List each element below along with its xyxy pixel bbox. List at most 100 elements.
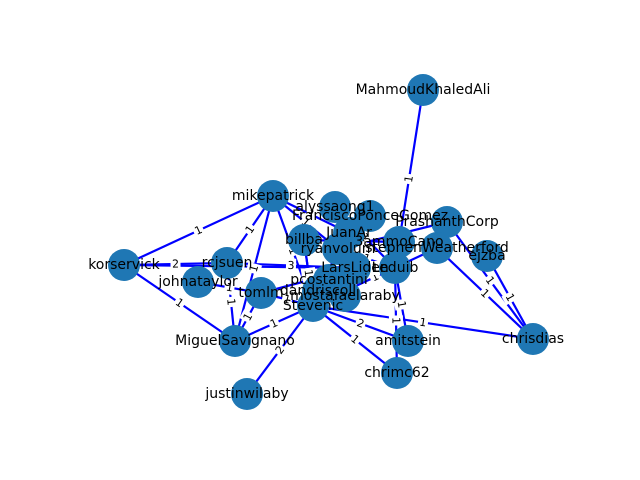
edge-weight-label: 3 bbox=[287, 259, 295, 272]
edge-weight-2: 2 bbox=[170, 256, 181, 272]
node-label-dandriscoll: dandriscoll bbox=[280, 283, 356, 299]
node-justinwilaby bbox=[231, 378, 263, 410]
node-label-korservick: korservick bbox=[88, 257, 160, 273]
node-label-tomlm: tomlm bbox=[238, 285, 283, 301]
node-label-pcostantini: pcostantini bbox=[290, 272, 368, 288]
edge-weight-label: 1 bbox=[394, 300, 408, 309]
edge-weight-background bbox=[401, 172, 417, 186]
node-label-ryanvolum: ryanvolum bbox=[301, 241, 376, 257]
node-label-leduib: Leduib bbox=[372, 260, 419, 276]
edge-weight-background bbox=[388, 315, 404, 326]
node-chrisdias bbox=[517, 323, 549, 355]
node-label-mikepatrick: mikepatrick bbox=[232, 188, 315, 204]
edge-weight-background bbox=[393, 298, 410, 311]
edge-weight-24: 1 bbox=[266, 315, 282, 332]
node-label-ejzba: ejzba bbox=[468, 248, 505, 264]
node-3ammocano bbox=[383, 226, 415, 258]
edge-weight-label: 2 bbox=[172, 257, 179, 270]
edge-weight-12: 1 bbox=[481, 272, 499, 289]
edge-weight-label: 1 bbox=[419, 316, 428, 330]
edge-weight-27: 1 bbox=[417, 314, 429, 331]
node-label-rcjsuen: rcjsuen bbox=[202, 255, 253, 271]
node-korservick bbox=[108, 249, 140, 281]
edge-weight-label: 2 bbox=[355, 316, 366, 331]
edge-weight-background bbox=[353, 315, 368, 332]
edge-weight-background bbox=[245, 261, 263, 276]
node-label-billba: billba bbox=[285, 232, 323, 248]
node-label-mahmoudkhaledali: MahmoudKhaledAli bbox=[356, 82, 491, 98]
edge-weight-background bbox=[481, 272, 499, 289]
edge-weight-32: 1 bbox=[370, 261, 380, 275]
node-alyssaong1 bbox=[319, 191, 351, 223]
edge-weight-label: 1 bbox=[302, 269, 316, 278]
node-prashanthcorp bbox=[431, 206, 463, 238]
node-chrimc62 bbox=[381, 357, 413, 389]
edge-weight-background bbox=[191, 222, 206, 239]
node-label-3ammocano: 3ammoCano bbox=[354, 234, 443, 250]
node-tomlm bbox=[245, 277, 277, 309]
edge-weight-background bbox=[346, 330, 364, 349]
edge-weight-25: 2 bbox=[353, 315, 368, 332]
node-label-prashanthcorp: PrashanthCorp bbox=[395, 214, 499, 230]
edge-weight-label: 1 bbox=[305, 207, 317, 222]
edge-weight-label: 1 bbox=[225, 280, 234, 294]
edge-weight-17: 3 bbox=[285, 258, 297, 273]
edge-weight-label: 1 bbox=[247, 263, 261, 273]
edge-weight-background bbox=[417, 314, 429, 331]
node-mahmoudkhaledali bbox=[407, 74, 439, 106]
node-ejzba bbox=[471, 240, 503, 272]
edge-weight-label: 1 bbox=[224, 298, 238, 306]
edge-weight-background bbox=[370, 261, 380, 275]
node-label-stevenic: Stevenic bbox=[283, 298, 343, 314]
edge-weight-30: 1 bbox=[393, 298, 410, 311]
edge-weight-background bbox=[239, 309, 257, 325]
node-miguelsavignano bbox=[219, 325, 251, 357]
edge-weight-18: 1 bbox=[223, 296, 239, 308]
edge-weight-background bbox=[501, 289, 519, 306]
node-label-franciscoponcegomez: FranciscoPonceGomez bbox=[292, 208, 448, 224]
node-label-juanar: JuanAr bbox=[325, 225, 372, 241]
edge-weight-5: 1 bbox=[241, 221, 259, 238]
node-label-miguelsavignano: MiguelSavignano bbox=[175, 333, 295, 349]
node-mikepatrick bbox=[257, 180, 289, 212]
node-stephenweatherford bbox=[421, 232, 453, 264]
node-label-mostafaelaraby: mostafaelaraby bbox=[290, 288, 400, 304]
edge-weight-background bbox=[300, 267, 317, 279]
node-larsliden bbox=[339, 252, 371, 284]
edge-weight-background bbox=[170, 256, 181, 272]
edge-weight-6: 1 bbox=[245, 261, 263, 276]
edge-weight-26: 1 bbox=[346, 330, 364, 349]
edge-weight-background bbox=[280, 291, 294, 308]
edge-weight-background bbox=[476, 284, 494, 303]
edge-weight-31: 1 bbox=[388, 315, 404, 326]
edge-weight-34: 1 bbox=[300, 267, 317, 279]
node-amitstein bbox=[392, 325, 424, 357]
edge-weight-label: 1 bbox=[372, 262, 379, 275]
node-label-johnataylor: johnataylor bbox=[157, 274, 238, 290]
edge-weight-label: 1 bbox=[389, 317, 402, 324]
node-label-alyssaong1: alyssaong1 bbox=[295, 199, 374, 215]
node-label-stephenweatherford: stephenWeatherford bbox=[365, 240, 508, 256]
node-rcjsuen bbox=[211, 247, 243, 279]
edge-weight-14: 1 bbox=[476, 284, 494, 303]
edge-weight-label: 1 bbox=[282, 292, 292, 306]
edge-weight-21: 1 bbox=[239, 309, 257, 325]
node-mostafaelaraby bbox=[329, 280, 361, 312]
node-label-amitstein: amitstein bbox=[375, 333, 441, 349]
edge-weight-label: 1 bbox=[369, 270, 381, 285]
edge-weight-background bbox=[266, 315, 282, 332]
node-label-chrisdias: chrisdias bbox=[502, 331, 564, 347]
node-leduib bbox=[379, 252, 411, 284]
edge-weight-16: 1 bbox=[501, 289, 519, 306]
node-label-layer: MahmoudKhaledAli mikepatrickalyssaong1Fra… bbox=[88, 82, 564, 402]
node-layer bbox=[108, 74, 549, 410]
node-label-chrimc62: chrimc62 bbox=[364, 365, 429, 381]
edge-weight-background bbox=[285, 258, 297, 273]
edge-weight-23: 2 bbox=[271, 341, 289, 359]
edge-weight-background bbox=[223, 296, 239, 308]
edge-weight-label: 1 bbox=[402, 175, 416, 184]
edge-weight-19: 1 bbox=[223, 279, 236, 296]
edge-weight-20: 1 bbox=[280, 291, 294, 308]
node-stevenic bbox=[297, 290, 329, 322]
